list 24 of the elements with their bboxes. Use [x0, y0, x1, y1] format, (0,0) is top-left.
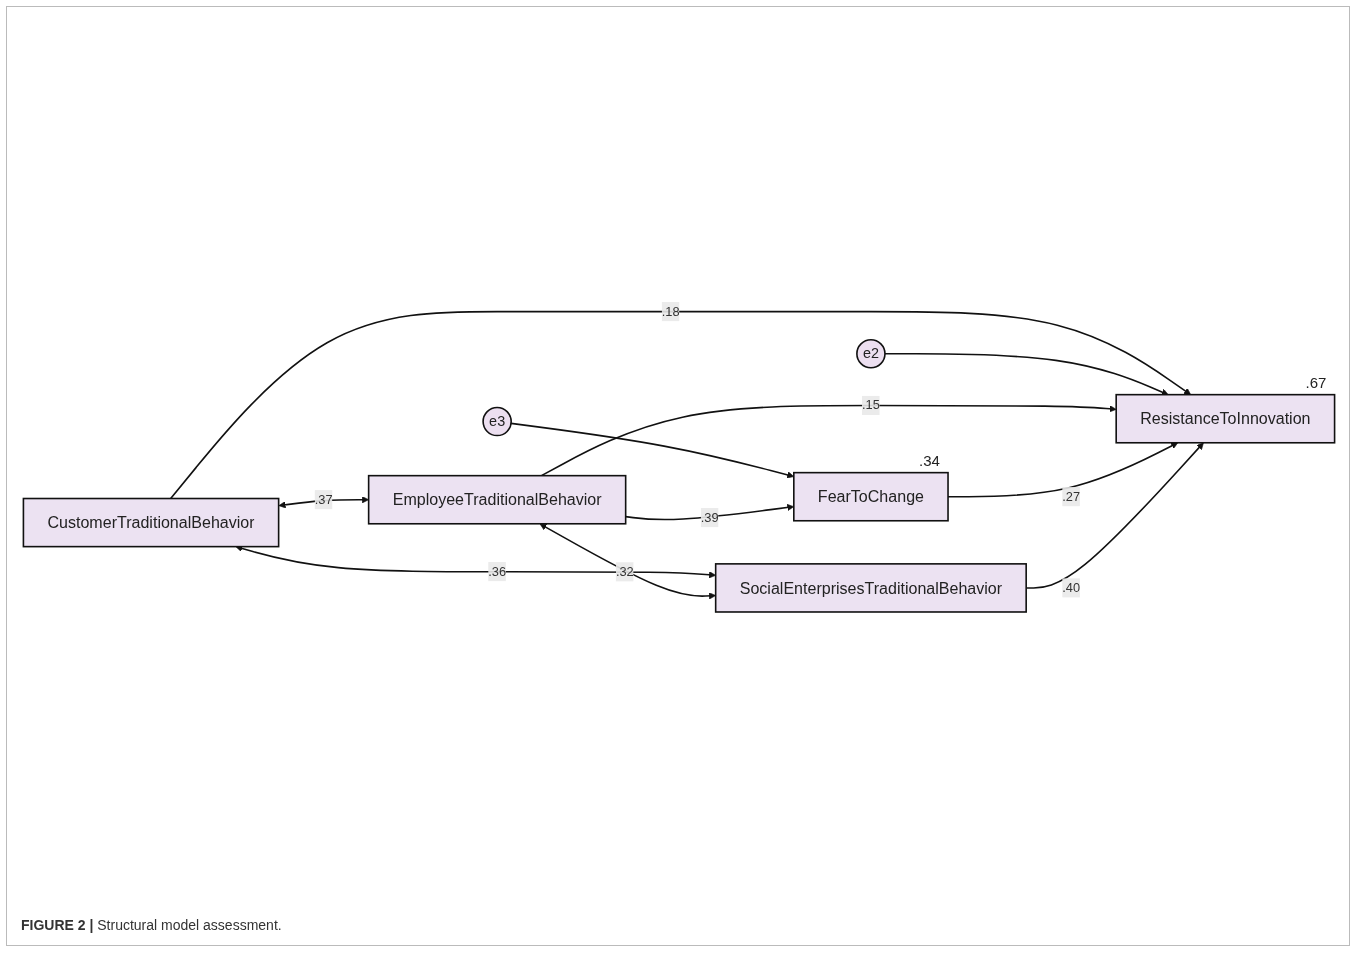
edge-label: .27: [1062, 489, 1081, 504]
arrow: [169, 310, 1192, 500]
arrow: [278, 496, 369, 509]
edge-label: .39: [700, 510, 719, 524]
arrow: [884, 352, 1169, 396]
estimate-value: .67: [1305, 373, 1327, 391]
arrow: [539, 523, 716, 600]
edge-label: .36: [488, 564, 507, 579]
arrow: [540, 404, 1117, 477]
figure-caption: FIGURE 2 | Structural model assessment.: [21, 917, 282, 933]
node-box: EmployeeTraditionalBehavior: [367, 474, 627, 525]
edge-label: .40: [1062, 580, 1081, 595]
node-circle: e3: [482, 406, 512, 437]
node-box: ResistanceToInnovation: [1115, 393, 1336, 444]
estimate-value: .34: [919, 451, 940, 469]
edge-label: .15: [862, 398, 880, 412]
edge-label: .32: [615, 564, 634, 579]
arrow: [235, 545, 716, 579]
edge-label: .18: [661, 304, 680, 319]
edge-label: .37: [314, 492, 333, 507]
node-box: SocialEnterprisesTraditionalBehavior: [714, 563, 1027, 613]
node-box: FearToChange: [793, 471, 949, 522]
node-circle: e2: [856, 338, 886, 369]
node-box: CustomerTraditionalBehavior: [22, 497, 280, 548]
